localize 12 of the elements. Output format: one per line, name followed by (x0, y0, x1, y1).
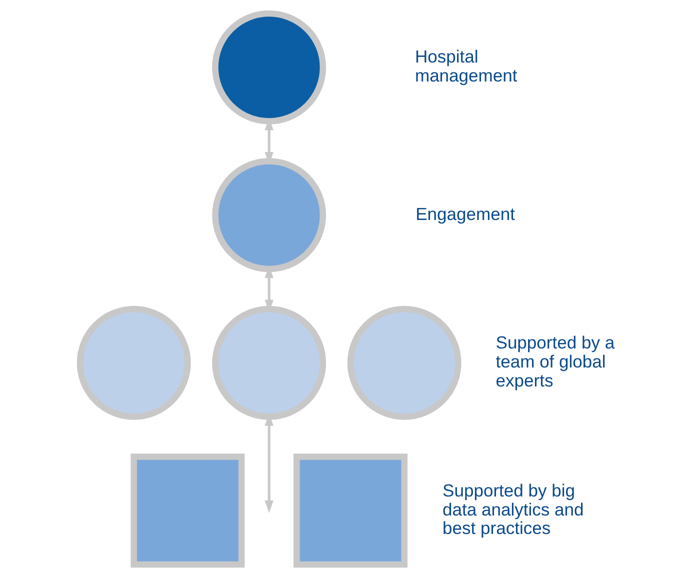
label: Hospital management (414, 46, 517, 86)
node-box (293, 454, 407, 568)
label: Supported by big data analytics and best practices (442, 480, 584, 538)
label: Engagement (415, 204, 514, 224)
node-circle (346, 306, 461, 420)
node-circle (212, 306, 326, 420)
arrow (264, 118, 273, 165)
node-circle (76, 306, 190, 420)
node-circle (212, 10, 326, 124)
node-box (130, 454, 244, 568)
label: Supported by a team of global experts (495, 332, 614, 390)
node-circle (212, 158, 326, 272)
